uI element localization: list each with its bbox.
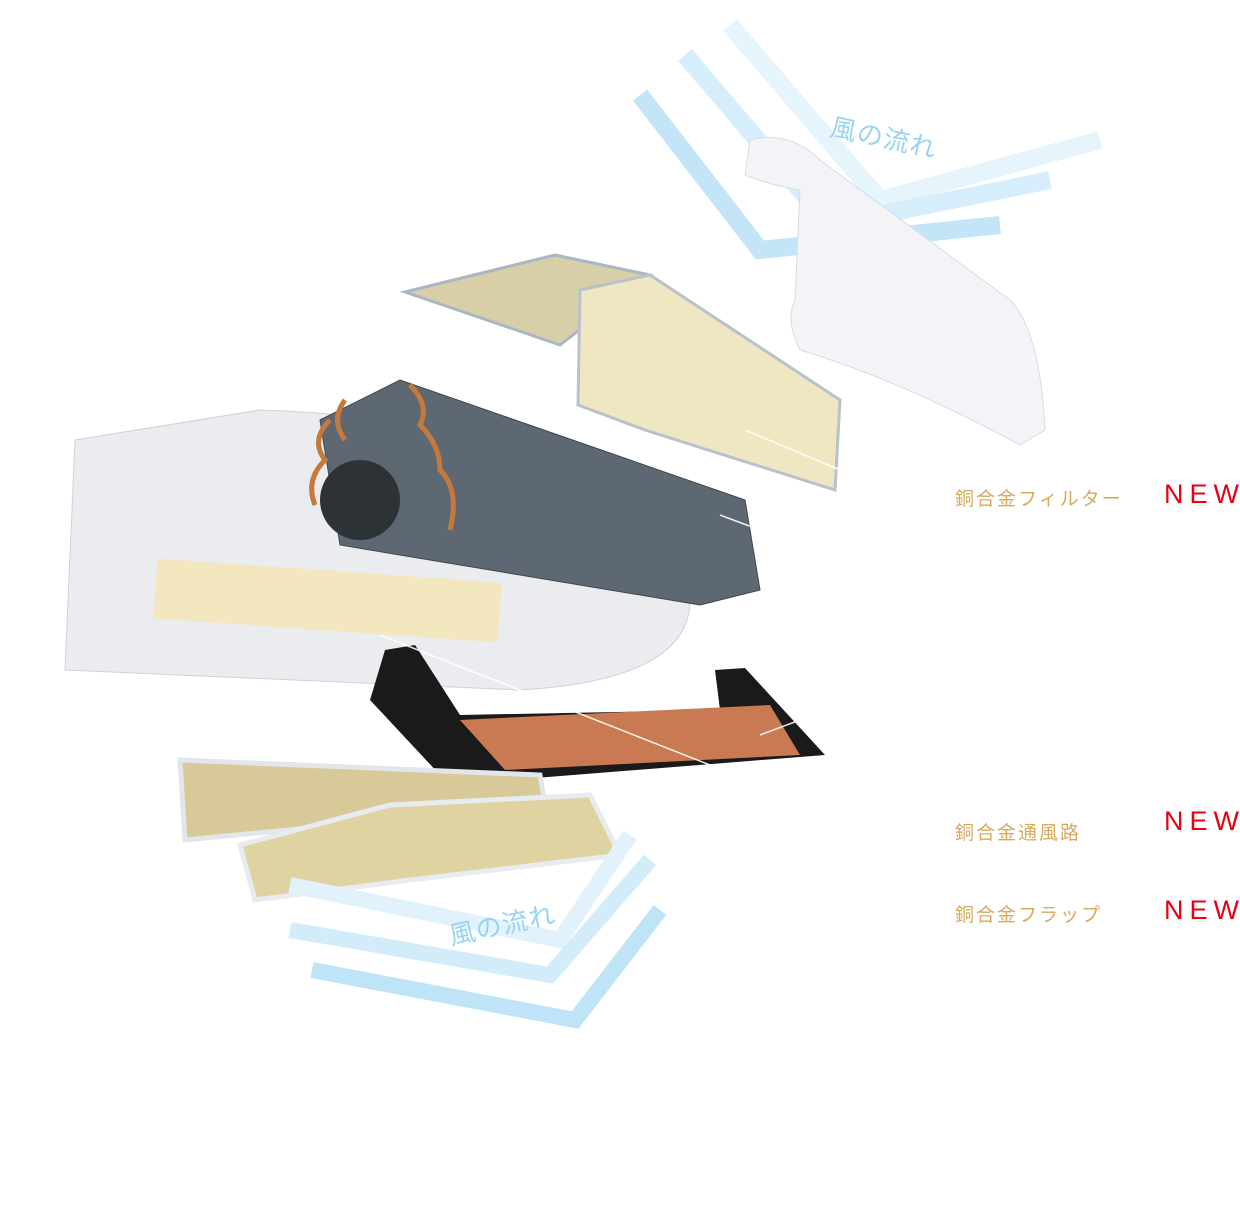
feature-label-flap: 銅合金フラップ (955, 904, 1103, 926)
new-badge-filter: NEW (1164, 479, 1240, 509)
copper-alloy-filter (576, 273, 842, 493)
leader-lines (379, 429, 841, 766)
copper-tubes (309, 383, 456, 531)
feature-label-air-path: 銅合金通風路 (955, 822, 1082, 844)
airflow-arrows-bottom (288, 830, 667, 1029)
new-badge-air-path: NEW (1164, 806, 1240, 836)
new-badge-flap: NEW (1164, 895, 1240, 925)
front-panel (744, 137, 1046, 446)
feature-label-filter: 銅合金フィルター (955, 488, 1123, 510)
air-path-glow (153, 558, 502, 643)
fan-motor (320, 460, 400, 540)
